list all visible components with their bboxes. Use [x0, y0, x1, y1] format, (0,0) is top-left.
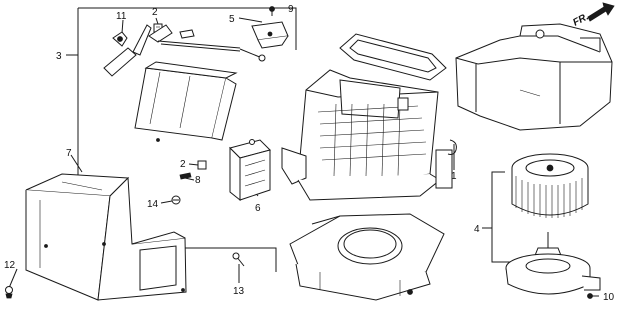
callout-14: 14	[147, 199, 159, 210]
callout-2-top: 2	[152, 7, 158, 18]
callout-6: 6	[255, 203, 261, 214]
mode-linkage-arms-icon	[103, 24, 266, 77]
part-8-clip-icon	[179, 172, 192, 180]
part-2-screw-icon	[197, 160, 207, 170]
part-13-bolt-icon	[232, 252, 245, 267]
callout-11: 11	[116, 11, 127, 22]
callout-5: 5	[229, 14, 235, 25]
part-5-actuator-icon	[251, 21, 289, 49]
fan-wheel-icon	[511, 153, 589, 218]
callout-3: 3	[56, 51, 62, 62]
callout-2-mid: 2	[180, 159, 186, 170]
group-bracket-4	[482, 171, 510, 263]
callout-7: 7	[66, 148, 72, 159]
callout-4: 4	[474, 224, 480, 235]
front-direction-arrow-icon	[587, 2, 615, 22]
part-10-screw-icon	[587, 293, 593, 299]
screw-bottom-icon	[407, 289, 413, 295]
part-6-resistor-icon	[229, 139, 271, 202]
blower-motor-icon	[505, 232, 601, 295]
direction-label: FR.	[571, 11, 590, 28]
part-11-clamp-icon	[112, 31, 128, 47]
part-1-hook-icon	[447, 139, 457, 155]
seal-gasket-icon	[339, 33, 447, 81]
callout-13: 13	[233, 286, 245, 297]
part-9-screw-icon	[269, 6, 275, 16]
blower-case-icon	[281, 69, 453, 201]
callout-8: 8	[195, 175, 201, 186]
callout-12: 12	[4, 260, 16, 271]
callout-10: 10	[603, 292, 615, 303]
air-filter-icon	[134, 61, 238, 142]
callout-9: 9	[288, 4, 294, 15]
part-14-screw-icon	[171, 195, 181, 205]
lower-case-plate-icon	[289, 213, 445, 301]
part-7-duct-icon	[25, 173, 187, 301]
fan-housing-icon	[455, 23, 613, 131]
part-12-bolt-icon	[5, 286, 13, 299]
callout-1: 1	[451, 171, 457, 182]
